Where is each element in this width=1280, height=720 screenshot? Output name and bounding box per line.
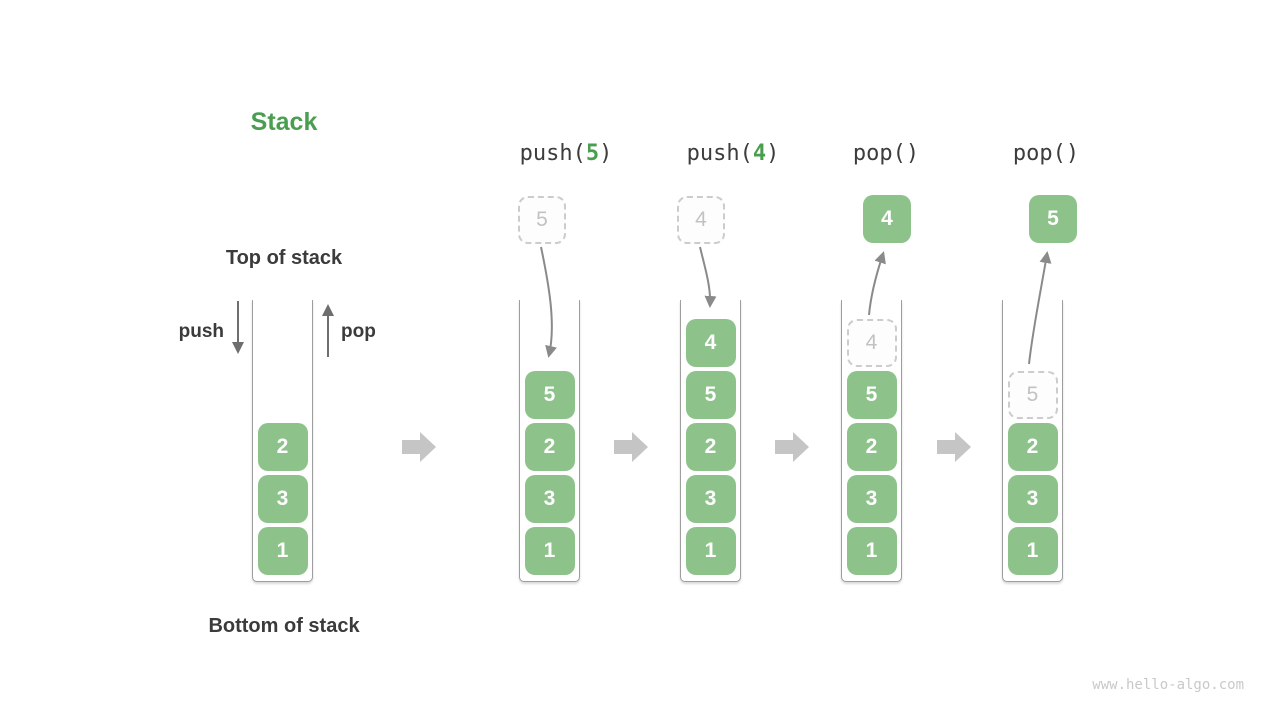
diagram-title: Stack	[250, 108, 318, 136]
watermark: www.hello-algo.com	[1092, 677, 1244, 693]
stack-item: 1	[257, 527, 308, 575]
bottom-of-stack-label: Bottom of stack	[208, 615, 360, 637]
push-label: push	[178, 321, 224, 342]
popped-element-box: 5	[1029, 195, 1077, 243]
stack-item: 3	[524, 475, 575, 523]
stack-container-after-push-5: 1 3 2 5	[519, 300, 580, 582]
stack-item: 1	[1007, 527, 1058, 575]
removed-stack-item: 4	[846, 319, 897, 367]
stack-item: 3	[1007, 475, 1058, 523]
stack-item: 1	[524, 527, 575, 575]
op-text: push(	[686, 141, 753, 166]
stack-item: 3	[846, 475, 897, 523]
stack-item: 5	[846, 371, 897, 419]
op-text: pop()	[1012, 141, 1080, 166]
incoming-element-box: 5	[518, 196, 566, 244]
stack-container-after-pop-5: 1 3 2 5	[1002, 300, 1063, 582]
push-4-curved-arrow	[699, 246, 717, 308]
stack-container-initial: 1 3 2	[252, 300, 313, 582]
stack-item: 5	[524, 371, 575, 419]
op-text: push(	[519, 141, 586, 166]
step-arrow-icon	[402, 432, 436, 462]
stack-item: 5	[685, 371, 736, 419]
stack-item: 3	[257, 475, 308, 523]
step-arrow-icon	[775, 432, 809, 462]
step-arrow-icon	[614, 432, 648, 462]
step-arrow-icon	[937, 432, 971, 462]
stack-container-after-push-4: 1 3 2 5 4	[680, 300, 741, 582]
stack-item: 1	[846, 527, 897, 575]
stack-item: 2	[1007, 423, 1058, 471]
op-arg: 5	[585, 141, 600, 166]
stack-item: 2	[685, 423, 736, 471]
stack-item: 2	[846, 423, 897, 471]
stack-item: 2	[257, 423, 308, 471]
op-arg: 4	[752, 141, 767, 166]
stack-item: 4	[685, 319, 736, 367]
op-text: )	[599, 141, 613, 166]
operation-label-push-5: push(5)	[481, 141, 651, 166]
popped-element-box: 4	[863, 195, 911, 243]
incoming-element-box: 4	[677, 196, 725, 244]
stack-container-after-pop-4: 1 3 2 5 4	[841, 300, 902, 582]
operation-label-push-4: push(4)	[648, 141, 818, 166]
stack-item: 3	[685, 475, 736, 523]
stack-item: 2	[524, 423, 575, 471]
operation-label-pop-1: pop()	[801, 141, 971, 166]
op-text: )	[766, 141, 780, 166]
removed-stack-item: 5	[1007, 371, 1058, 419]
pop-label: pop	[341, 321, 376, 342]
operation-label-pop-2: pop()	[961, 141, 1131, 166]
op-text: pop()	[852, 141, 920, 166]
top-of-stack-label: Top of stack	[225, 247, 343, 269]
stack-item: 1	[685, 527, 736, 575]
